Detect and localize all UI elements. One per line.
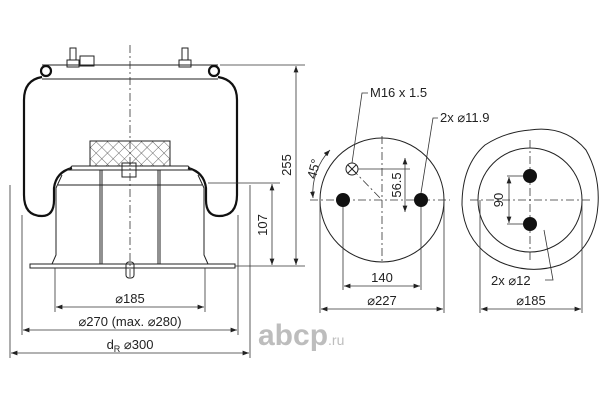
dim-piston-diameter: ⌀185 xyxy=(115,291,145,306)
mounting-hole-icon xyxy=(336,193,350,207)
dim-bellows-diameter: ⌀270 (max. ⌀280) xyxy=(78,314,181,329)
holes-label: 2x ⌀12 xyxy=(491,273,531,288)
hole-spacing-label: 140 xyxy=(371,270,393,285)
angle-label: 45° xyxy=(304,157,324,180)
thread-label: M16 x 1.5 xyxy=(370,85,427,100)
dim-piston-height: 107 xyxy=(255,214,270,236)
mounting-stud-icon xyxy=(66,47,192,68)
top-plate-view: M16 x 1.5 2x ⌀11.9 45° 56.5 140 ⌀227 xyxy=(304,85,490,313)
holes-label: 2x ⌀11.9 xyxy=(440,110,490,125)
watermark: abcp.ru xyxy=(258,319,344,352)
mounting-hole-icon xyxy=(523,169,537,183)
diameter-label: ⌀227 xyxy=(367,293,397,308)
diameter-label: ⌀185 xyxy=(516,293,546,308)
mounting-hole-icon xyxy=(523,217,537,231)
thread-hole-icon xyxy=(345,162,359,176)
mounting-hole-icon xyxy=(414,193,428,207)
dim-total-height: 255 xyxy=(279,154,294,176)
side-view: ⌀185 ⌀270 (max. ⌀280) dR ⌀300 255 107 xyxy=(9,45,305,358)
bottom-view: 90 2x ⌀12 ⌀185 xyxy=(461,128,599,313)
hole-spacing-label: 90 xyxy=(491,193,506,207)
bottom-stud-icon xyxy=(125,261,135,279)
dim-reference-diameter: dR ⌀300 xyxy=(107,337,154,354)
offset-label: 56.5 xyxy=(389,172,404,197)
